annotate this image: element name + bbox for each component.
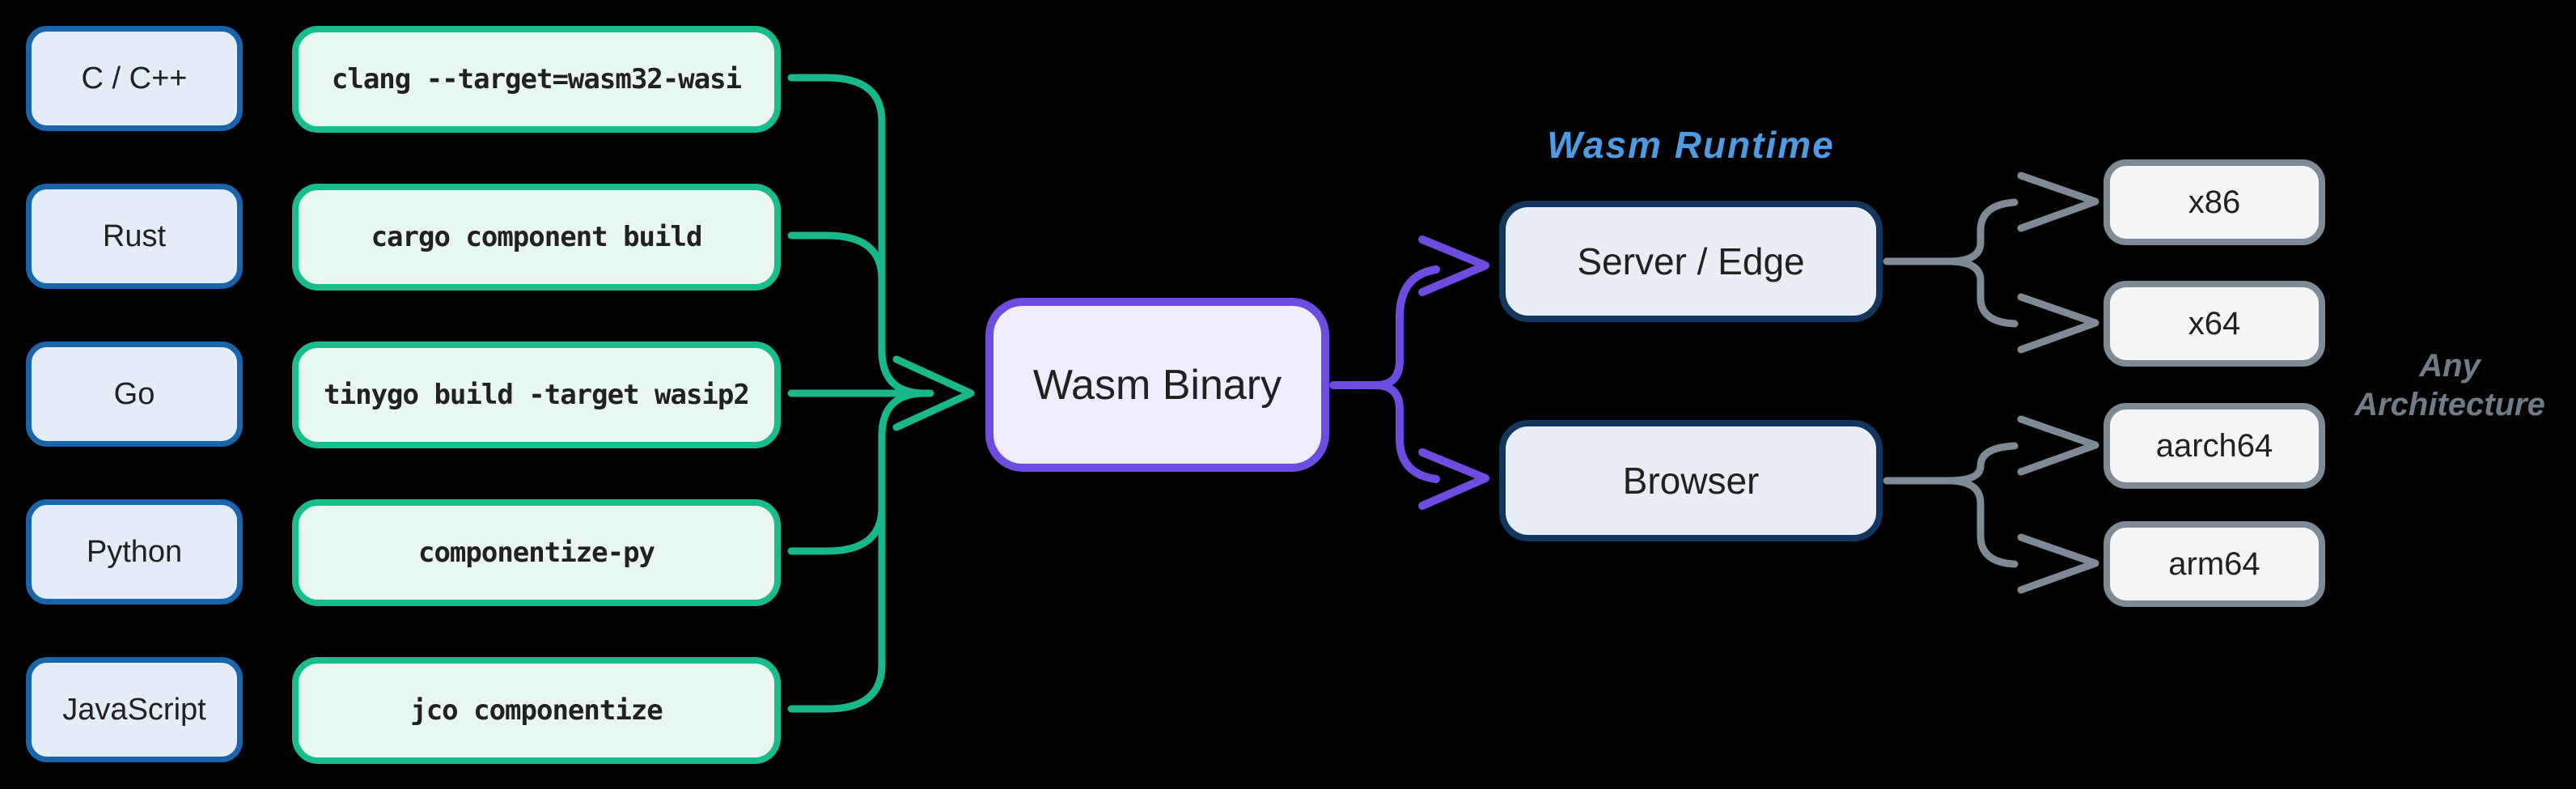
command-node-cargo: cargo component build [292, 184, 781, 291]
language-label: C / C++ [81, 61, 188, 95]
runtime-label: Server / Edge [1577, 240, 1805, 282]
connector-server-to-x64 [1944, 257, 2019, 328]
arrowhead-to-x86 [2017, 172, 2099, 232]
connector-browser-to-arm64 [1944, 477, 2019, 568]
arch-node-x64: x64 [2104, 281, 2325, 367]
command-label: tinygo build -target wasip2 [324, 379, 750, 411]
command-label: clang --target=wasm32-wasi [331, 63, 742, 95]
language-node-javascript: JavaScript [26, 657, 243, 762]
arch-label: x64 [2188, 305, 2241, 341]
language-label: Python [86, 534, 183, 569]
command-label: jco componentize [410, 694, 663, 727]
runtime-node-browser: Browser [1499, 420, 1883, 541]
arrowhead-to-aarch64 [2017, 415, 2099, 476]
wasm-runtime-heading: Wasm Runtime [1547, 124, 1835, 166]
arrowhead-to-binary [892, 355, 975, 431]
wasm-binary-node: Wasm Binary [985, 298, 1329, 472]
any-architecture-annotation: Any Architecture [2324, 346, 2576, 424]
arrowhead-to-x64 [2017, 293, 2099, 354]
arch-node-arm64: arm64 [2104, 521, 2325, 607]
arch-connectors [1883, 172, 2099, 594]
connector-binary-to-server [1371, 265, 1440, 389]
language-node-go: Go [26, 341, 243, 447]
language-label: Rust [102, 218, 167, 253]
arch-label: x86 [2188, 184, 2241, 220]
command-node-clang: clang --target=wasm32-wasi [292, 26, 781, 133]
connector-binary-to-browser [1371, 381, 1440, 483]
annotation-line-2: Architecture [2354, 387, 2545, 422]
command-label: cargo component build [371, 221, 703, 253]
language-node-c-cpp: C / C++ [26, 26, 243, 131]
runtime-label: Browser [1622, 460, 1760, 502]
connector-cargo [787, 231, 886, 283]
connector-server-to-x86 [1944, 198, 2019, 265]
annotation-line-1: Any [2419, 348, 2481, 384]
language-label: Go [113, 376, 155, 411]
arch-node-x86: x86 [2104, 159, 2325, 245]
binary-connectors [1329, 235, 1489, 510]
arrowhead-to-browser [1418, 448, 1489, 510]
arrowhead-to-arm64 [2017, 533, 2099, 594]
command-node-componentize-py: componentize-py [292, 499, 781, 606]
command-node-jco: jco componentize [292, 657, 781, 764]
connector-jco [787, 389, 929, 713]
build-connectors [787, 74, 975, 713]
arch-node-aarch64: aarch64 [2104, 403, 2325, 489]
wasm-binary-label: Wasm Binary [1032, 361, 1282, 409]
connector-clang [787, 74, 929, 397]
language-node-python: Python [26, 499, 243, 604]
command-node-tinygo: tinygo build -target wasip2 [292, 341, 781, 448]
language-node-rust: Rust [26, 184, 243, 289]
runtime-node-server-edge: Server / Edge [1499, 201, 1883, 322]
connector-browser-to-aarch64 [1944, 442, 2019, 485]
arrowhead-to-server [1418, 235, 1489, 296]
arch-label: arm64 [2168, 545, 2260, 582]
language-label: JavaScript [62, 692, 206, 727]
connector-componentize-py [787, 503, 886, 555]
arch-label: aarch64 [2155, 427, 2273, 464]
command-label: componentize-py [417, 537, 655, 569]
